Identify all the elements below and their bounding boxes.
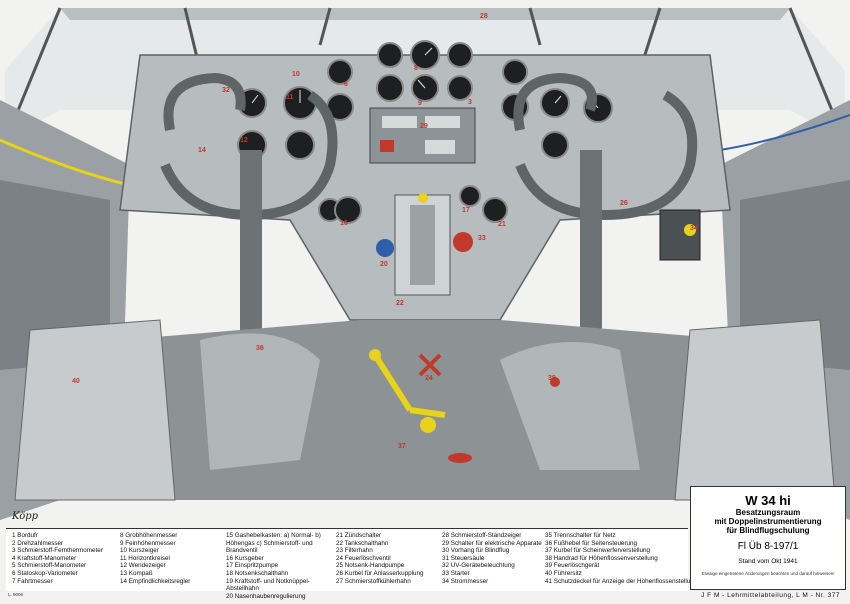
legend-item: 38 Handrad für Höhenflossenverstellung	[545, 554, 658, 562]
change-note: Etwaige eingetretene Änderungen beachten…	[701, 571, 835, 576]
callout-17: 17	[462, 207, 470, 214]
callout-33: 33	[478, 235, 486, 242]
legend-item: 12 Wendezeiger	[120, 562, 166, 570]
right-pilot-seat	[674, 319, 836, 501]
aircraft-title: W 34 hi	[745, 493, 791, 508]
right-control-wheel	[513, 72, 698, 221]
legend-item: 14 Empfindlichkeitsregler	[120, 577, 191, 585]
callout-40-left: 40	[72, 378, 80, 385]
legend-item: 6 Statoskop-Variometer	[12, 569, 78, 577]
legend-item: 36 Fußhebel für Seitensteuerung	[545, 539, 638, 547]
subtitle-line: für Blindflugschulung	[726, 526, 810, 535]
legend-item: 22 Tankschalthahn	[336, 539, 389, 547]
catalog-code: L. 9006	[8, 592, 24, 597]
legend-item: 39 Feuerlöschgerät	[545, 562, 600, 570]
legend-item: 2 Drehzahlmesser	[12, 539, 64, 547]
legend-item: 4 Kraftstoff-Manometer	[12, 554, 77, 562]
legend-item: 29 Schalter für elektrische Apparate	[442, 539, 542, 547]
legend-item: 21 Zündschalter	[336, 532, 382, 539]
callout-37: 37	[398, 443, 406, 450]
callout-6: 6	[344, 81, 348, 88]
legend-item: 11 Horizontkreisel	[120, 554, 170, 562]
callout-12: 12	[240, 137, 248, 144]
artist-signature: Köpp	[12, 511, 39, 522]
legend-item: 8 Grobhöhenmesser	[120, 532, 178, 539]
legend-item: 33 Starter	[442, 569, 470, 577]
publisher-footer: J F M - Lehrmittelabteilung, L M - Nr. 3…	[701, 592, 840, 599]
legend-item: 26 Kurbel für Anlasserkupplung	[336, 569, 424, 577]
legend-item: 16 Kursgeber	[226, 554, 264, 562]
legend-item: 27 Schmierstoffkühlerhahn	[336, 577, 411, 585]
legend-column-2: 8 Grobhöhenmesser 9 Feinhöhenmesser 10 K…	[120, 532, 190, 585]
legend-item: 17 Einspritzpumpe	[226, 562, 279, 570]
legend-column-1: 1 Bordufr 2 Drehzahlmesser 3 Schmierstof…	[12, 532, 103, 585]
legend-item: 7 Fahrtmesser	[12, 577, 53, 585]
subtitle-line: mit Doppelinstrumentierung	[714, 517, 822, 526]
callout-26: 26	[620, 200, 628, 207]
callout-41: 41	[456, 457, 464, 464]
callout-11: 11	[286, 94, 294, 101]
legend-item: 25 Notsenk-Handpumpe	[336, 562, 405, 570]
legend-item: 1 Bordufr	[12, 532, 38, 539]
callout-9: 9	[418, 100, 422, 107]
callout-28: 28	[480, 13, 488, 20]
legend-item: 13 Kompaß	[120, 569, 153, 577]
legend-item: 28 Schmierstoff-Standzeiger	[442, 532, 522, 539]
callout-22: 22	[396, 300, 404, 307]
callout-38: 38	[548, 375, 556, 382]
callout-14: 14	[198, 147, 206, 154]
callout-34: 34	[690, 225, 698, 232]
legend-item: 3 Schmierstoff-Fernthermometer	[12, 547, 103, 555]
legend-item: 41 Schutzdeckel für Anzeige der Höhenflo…	[545, 577, 698, 585]
callout-3: 3	[468, 99, 472, 106]
callout-20: 20	[380, 261, 388, 268]
legend-item: 5 Schmierstoff-Manometer	[12, 562, 87, 570]
legend-item: 37 Kurbel für Scheinwerferverstellung	[545, 547, 651, 555]
legend-column-4: 21 Zündschalter 22 Tankschalthahn 23 Fil…	[336, 532, 424, 585]
designation: Fl Üb 8-197/1	[737, 541, 799, 552]
title-box: W 34 hi Besatzungsraum mit Doppelinstrum…	[690, 486, 846, 590]
callout-21: 21	[498, 221, 506, 228]
legend-item: 32 UV-Gerätebeleuchtung	[442, 562, 515, 570]
revision-date: Stand vom Okt 1941	[738, 558, 798, 565]
left-control-wheel	[160, 72, 338, 221]
callout-8: 8	[414, 65, 418, 72]
legend-item: 9 Feinhöhenmesser	[120, 539, 176, 547]
legend-item: 18 Notsenkschalthahn	[226, 569, 289, 577]
legend-item: 19 Kraftstoff- und Notknüppel-Abstellhah…	[226, 577, 310, 593]
legend-item: 34 Strommesser	[442, 577, 489, 585]
legend-column-6: 35 Trennschalter für Netz 36 Fußhebel fü…	[545, 532, 697, 585]
legend-item: 30 Vorhang für Blindflug	[442, 547, 510, 555]
callout-36: 36	[256, 345, 264, 352]
legend-frame	[6, 528, 688, 591]
legend-item: 24 Feuerlöschventil	[336, 554, 391, 562]
callout-29: 29	[420, 123, 428, 130]
legend-item: 35 Trennschalter für Netz	[545, 532, 616, 539]
callout-16: 16	[340, 220, 348, 227]
callout-10: 10	[292, 71, 300, 78]
left-pilot-seat	[14, 319, 176, 501]
legend-column-5: 28 Schmierstoff-Standzeiger 29 Schalter …	[442, 532, 542, 585]
callout-32: 32	[222, 87, 230, 94]
legend-item: 23 Filterhahn	[336, 547, 373, 555]
subtitle-line: Besatzungsraum	[735, 508, 801, 517]
legend-item: 10 Kurszeiger	[120, 547, 159, 555]
legend-column-3: 15 Gashebelkasten: a) Normal- b) Höhenga…	[226, 532, 331, 600]
legend-item: 31 Steuersäule	[442, 554, 485, 562]
callout-24: 24	[425, 375, 433, 382]
callout-labels: 28 32 10 11 12 14 6 8 9 3 29 16 17 21 26…	[72, 13, 698, 464]
legend-item: 40 Führersitz	[545, 569, 582, 577]
yellow-crank	[372, 353, 446, 418]
legend-item: 20 Nasenhaubenregulierung	[226, 592, 306, 600]
legend-item: 15 Gashebelkasten: a) Normal- b) Höhenga…	[226, 532, 321, 555]
